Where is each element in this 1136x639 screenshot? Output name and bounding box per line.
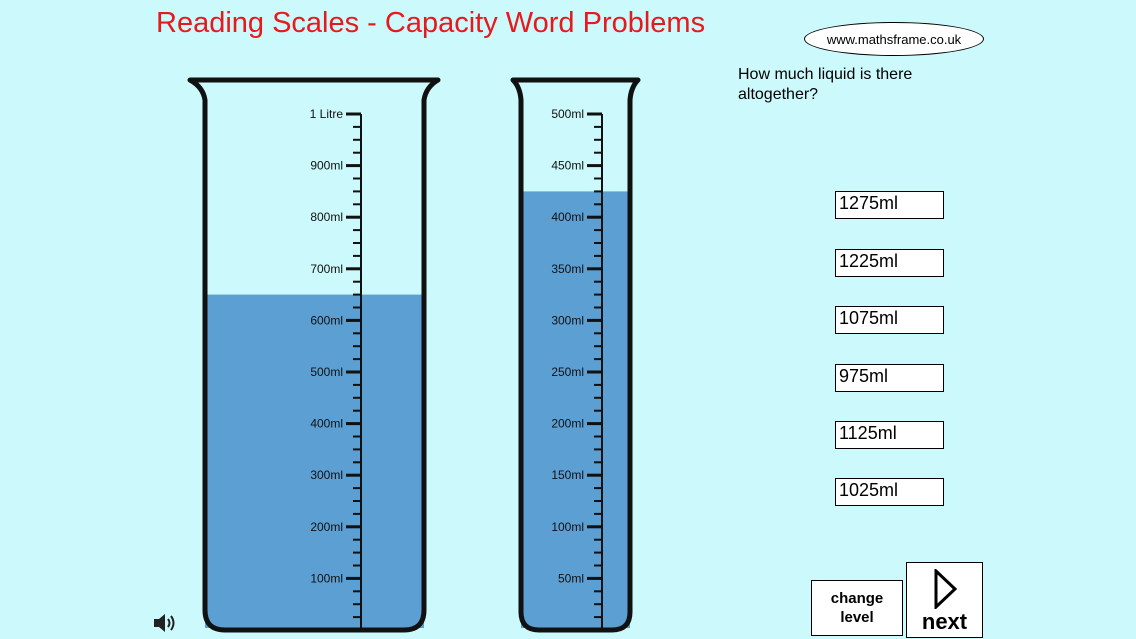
small-beaker-ticks (587, 112, 602, 619)
next-button[interactable]: next (906, 562, 983, 638)
answer-option-1[interactable]: 1275ml (835, 191, 944, 219)
large-beaker-scale-label: 500ml (310, 365, 343, 379)
small-beaker-scale-label: 150ml (551, 468, 584, 482)
large-beaker-scale-label: 100ml (310, 571, 343, 585)
answer-option-3[interactable]: 1075ml (835, 306, 944, 334)
large-beaker-scale-label: 200ml (310, 520, 343, 534)
site-link[interactable]: www.mathsframe.co.uk (804, 22, 984, 56)
small-beaker-liquid (521, 191, 630, 628)
small-beaker-scale-label: 350ml (551, 262, 584, 276)
small-beaker-scale-label: 100ml (551, 520, 584, 534)
question-text: How much liquid is there altogether? (738, 66, 913, 103)
small-beaker-scale-label: 50ml (558, 571, 584, 585)
small-beaker-labels: 500ml 450ml 400ml 350ml 300ml 250ml 200ml 150ml… (551, 107, 584, 585)
large-beaker-ticks (346, 112, 361, 619)
small-beaker-scale-label: 200ml (551, 417, 584, 431)
large-beaker-scale-label: 1 Litre (310, 107, 344, 121)
beakers-area: 1 Litre 900ml 800ml 700ml 600ml 500ml 400ml 300… (187, 77, 641, 633)
large-beaker-labels: 1 Litre 900ml 800ml 700ml 600ml 500ml 400ml 300… (310, 107, 344, 585)
answer-option-5[interactable]: 1125ml (835, 421, 944, 449)
next-label: next (921, 609, 968, 634)
large-beaker-liquid (205, 294, 424, 628)
large-beaker-scale-label: 400ml (310, 417, 343, 431)
large-beaker-scale-label: 700ml (310, 262, 343, 276)
answer-option-6[interactable]: 1025ml (835, 478, 944, 506)
small-beaker-scale-label: 300ml (551, 313, 584, 327)
speaker-icon[interactable] (152, 611, 178, 635)
small-beaker-outline (510, 77, 641, 633)
large-beaker-scale-label: 300ml (310, 468, 343, 482)
change-level-button[interactable]: change level (811, 580, 903, 636)
answer-option-4[interactable]: 975ml (835, 364, 944, 392)
large-beaker-scale-label: 800ml (310, 210, 343, 224)
page-title: Reading Scales - Capacity Word Problems (156, 7, 706, 39)
answer-option-2[interactable]: 1225ml (835, 249, 944, 277)
small-beaker: 500ml 450ml 400ml 350ml 300ml 250ml 200ml 150ml… (510, 77, 641, 633)
small-beaker-scale-label: 250ml (551, 365, 584, 379)
large-beaker-outline (187, 77, 441, 633)
large-beaker-scale-label: 600ml (310, 313, 343, 327)
small-beaker-scale-label: 400ml (551, 210, 584, 224)
large-beaker: 1 Litre 900ml 800ml 700ml 600ml 500ml 400ml 300… (187, 77, 441, 633)
large-beaker-scale-label: 900ml (310, 159, 343, 173)
small-beaker-scale-label: 450ml (551, 159, 584, 173)
small-beaker-scale-label: 500ml (551, 107, 584, 121)
play-triangle-icon (934, 569, 958, 609)
